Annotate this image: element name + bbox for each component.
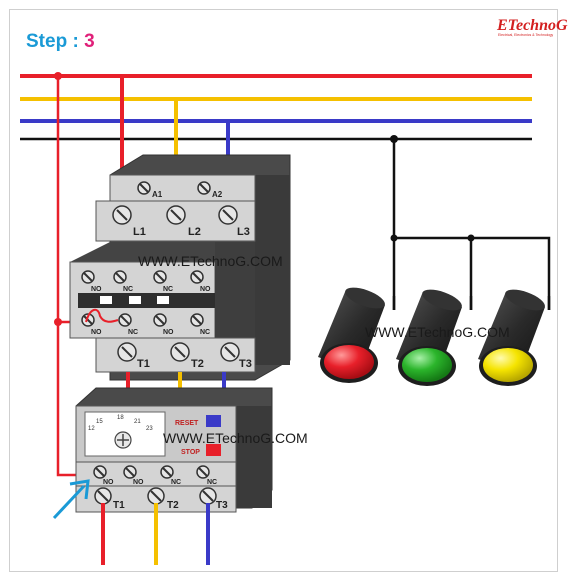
step-heading: Step : 3 <box>26 31 95 52</box>
reset-label: RESET <box>175 420 199 427</box>
contactor: A1 A2 L1 L2 L3 <box>69 154 291 381</box>
aux-slider-window-2 <box>129 296 141 304</box>
aux-top-label-1: NO <box>91 286 102 293</box>
terminal-t3: T3 <box>220 342 252 370</box>
olr-terminal-t3: T3 <box>199 487 228 511</box>
olr-aux-terminals: NO NO NC NC <box>93 465 217 486</box>
green-lamp <box>396 289 473 386</box>
neutral-lamp-bus <box>394 236 551 310</box>
olr-terminal-t1-label: T1 <box>113 500 125 511</box>
olr-terminal-t1: T1 <box>94 487 125 511</box>
step-number: 3 <box>84 31 95 52</box>
etechnog-logo: ETechnoG Electrical, Electronics & Techn… <box>496 17 568 37</box>
logo-text: ETechnoG <box>496 17 568 34</box>
dial-tick-18: 18 <box>117 415 124 421</box>
aux-block-side <box>215 242 255 338</box>
contactor-side <box>255 175 290 365</box>
frame-border <box>9 9 558 572</box>
olr-side <box>236 406 272 508</box>
terminal-l2-label: L2 <box>188 226 201 238</box>
terminal-l3-label: L3 <box>237 226 250 238</box>
watermark-3: WWW.ETechnoG.COM <box>163 430 308 446</box>
aux-top-label-4: NO <box>200 286 211 293</box>
olr-aux-label-2: NO <box>133 479 144 486</box>
coil-terminal-strip <box>109 174 256 202</box>
aux-bottom-terminals: NO NC NO NC <box>81 313 210 336</box>
watermark-1: WWW.ETechnoG.COM <box>138 253 283 269</box>
terminal-l1-label: L1 <box>133 226 146 238</box>
red-lamp-lens <box>324 345 374 379</box>
olr-terminal-t3-label: T3 <box>216 500 228 511</box>
olr-aux-label-1: NO <box>103 479 114 486</box>
red-lamp <box>318 287 396 383</box>
aux-top-terminals: NO NC NC NO <box>81 270 211 293</box>
step-label: Step : <box>26 31 84 52</box>
stop-button[interactable] <box>206 444 221 456</box>
dial-tick-15: 15 <box>96 419 103 425</box>
aux-bottom-label-1: NO <box>91 329 102 336</box>
dial-tick-12: 12 <box>88 426 95 432</box>
terminal-t1: T1 <box>117 342 150 370</box>
terminal-l1: L1 <box>112 205 146 238</box>
green-lamp-lens <box>402 348 452 382</box>
yellow-lamp-lens <box>483 348 533 382</box>
logo-tagline: Electrical, Electronics & Technology <box>498 33 553 37</box>
terminal-l3: L3 <box>218 205 250 238</box>
aux-slider-window-3 <box>157 296 169 304</box>
aux-top-label-2: NC <box>123 286 133 293</box>
terminal-a1-label: A1 <box>152 190 163 199</box>
reset-button[interactable] <box>206 415 221 427</box>
aux-block-top <box>70 242 255 262</box>
watermark-2: WWW.ETechnoG.COM <box>365 324 510 340</box>
terminal-t2-label: T2 <box>191 358 204 370</box>
overload-relay: 15 12 18 21 23 RESET STOP NO NO NC <box>75 387 273 513</box>
dial-tick-21: 21 <box>134 419 141 425</box>
aux-slider-strip <box>78 293 215 308</box>
arrow-icon <box>52 479 90 520</box>
stop-label: STOP <box>181 449 200 456</box>
terminal-a1: A1 <box>137 181 163 199</box>
aux-bottom-label-3: NO <box>163 329 174 336</box>
dial-tick-23: 23 <box>146 426 153 432</box>
terminal-a2-label: A2 <box>212 190 223 199</box>
terminal-l2: L2 <box>166 205 201 238</box>
terminal-t1-label: T1 <box>137 358 150 370</box>
aux-bottom-label-4: NC <box>200 329 210 336</box>
aux-bottom-label-2: NC <box>128 329 138 336</box>
aux-top-label-3: NC <box>163 286 173 293</box>
terminal-t2: T2 <box>170 342 204 370</box>
olr-aux-label-3: NC <box>171 479 181 486</box>
olr-aux-label-4: NC <box>207 479 217 486</box>
terminal-t3-label: T3 <box>239 358 252 370</box>
terminal-a2: A2 <box>197 181 223 199</box>
aux-jumper-wire <box>85 308 119 323</box>
yellow-lamp <box>478 289 551 386</box>
aux-slider-window-1 <box>100 296 112 304</box>
olr-terminal-t2-label: T2 <box>167 500 179 511</box>
